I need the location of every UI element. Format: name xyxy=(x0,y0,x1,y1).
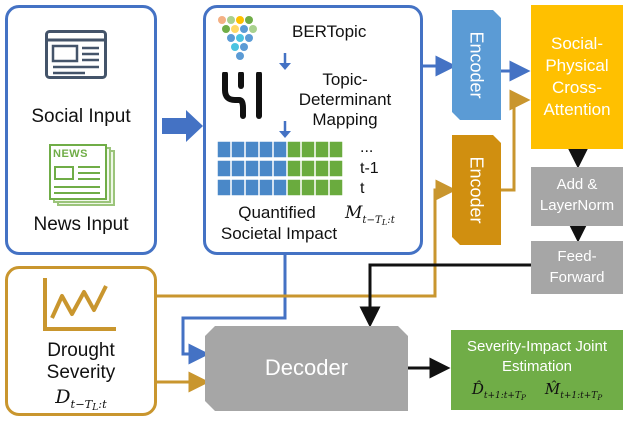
matrix-cell xyxy=(245,141,259,158)
addnorm-label-line1: Add & xyxy=(556,176,598,193)
matrix-cell xyxy=(231,141,245,158)
mapping-icon xyxy=(222,72,262,119)
matrix-cell xyxy=(217,160,231,177)
impact-symbol: Mt−TL:t xyxy=(345,203,395,227)
matrix-cell xyxy=(245,179,259,196)
bertopic-cluster-icon xyxy=(218,16,257,60)
inputs-box xyxy=(5,5,157,255)
matrix-row-label-t: t xyxy=(360,180,365,197)
matrix-cell xyxy=(301,160,315,177)
matrix-cell xyxy=(245,160,259,177)
add-norm-block xyxy=(531,167,623,226)
attention-label-line4: Attention xyxy=(543,100,611,119)
ff-label-line1: Feed- xyxy=(557,248,597,265)
impact-matrix xyxy=(217,141,343,196)
addnorm-label-line2: LayerNorm xyxy=(539,197,615,214)
inputs-to-panel-arrow xyxy=(162,110,203,142)
output-block xyxy=(451,330,623,410)
news-input-label: News Input xyxy=(33,214,129,235)
matrix-cell xyxy=(217,179,231,196)
matrix-row-label-t-1: t-1 xyxy=(360,160,379,177)
matrix-row-label-dots: ... xyxy=(360,139,374,156)
ff-label-line2: Forward xyxy=(549,269,605,286)
mapping-label-line3: Mapping xyxy=(312,110,378,129)
matrix-cell xyxy=(287,160,301,177)
news-icon-text: NEWS xyxy=(53,148,88,160)
encoder2-to-attention-line xyxy=(501,89,531,192)
feed-forward-block xyxy=(531,241,623,294)
matrix-cell xyxy=(287,179,301,196)
matrix-cell xyxy=(259,141,273,158)
matrix-cell xyxy=(231,179,245,196)
matrix-cell xyxy=(329,179,343,196)
attention-label-line2: Physical xyxy=(545,56,609,75)
encoder-top-block xyxy=(452,10,501,120)
matrix-cell xyxy=(273,141,287,158)
drought-symbol: Dt−TL:t xyxy=(55,386,107,414)
drought-label-line1: Drought xyxy=(47,340,115,361)
drought-label-line2: Severity xyxy=(46,362,116,383)
matrix-cell xyxy=(259,160,273,177)
mapping-label-line2: Determinant xyxy=(298,90,392,109)
output-label-line2: Estimation xyxy=(501,358,573,375)
ff-to-decoder-line xyxy=(359,263,531,328)
social-input-label: Social Input xyxy=(31,106,131,127)
arrow-down-icon xyxy=(279,121,291,138)
bertopic-panel xyxy=(203,5,423,255)
attention-label-line1: Social- xyxy=(551,34,603,53)
matrix-cell xyxy=(329,141,343,158)
encoder-bottom-block xyxy=(452,135,501,245)
matrix-cell xyxy=(287,141,301,158)
matrix-cell xyxy=(273,179,287,196)
cross-attention-block xyxy=(531,5,623,149)
matrix-cell xyxy=(301,179,315,196)
matrix-cell xyxy=(231,160,245,177)
matrix-cell xyxy=(301,141,315,158)
output-symbols: D̂t+1:t+TP M̂t+1:t+TP xyxy=(471,380,603,402)
matrix-cell xyxy=(315,179,329,196)
matrix-cell xyxy=(315,160,329,177)
matrix-cell xyxy=(273,160,287,177)
attention-label-line3: Cross- xyxy=(551,78,603,97)
drought-box xyxy=(5,266,157,416)
encoder-top-label: Encoder xyxy=(466,31,487,99)
impact-label-line1: Quantified xyxy=(238,203,316,222)
drought-to-encoder-line xyxy=(157,179,457,298)
matrix-cell xyxy=(217,141,231,158)
social-media-icon xyxy=(45,30,107,79)
decoder-block xyxy=(205,326,408,411)
mapping-label-line1: Topic- xyxy=(322,70,368,89)
output-label-line1: Severity-Impact Joint xyxy=(466,338,608,355)
matrix-cell xyxy=(315,141,329,158)
impact-label-line2: Societal Impact xyxy=(220,224,338,243)
decoder-label: Decoder xyxy=(264,355,349,380)
bertopic-label: BERTopic xyxy=(292,22,367,41)
news-icon: NEWS xyxy=(49,144,119,208)
drought-chart-icon xyxy=(43,278,116,331)
encoder-bottom-label: Encoder xyxy=(466,156,487,224)
arrow-down-icon xyxy=(279,53,291,70)
matrix-cell xyxy=(259,179,273,196)
matrix-cell xyxy=(329,160,343,177)
